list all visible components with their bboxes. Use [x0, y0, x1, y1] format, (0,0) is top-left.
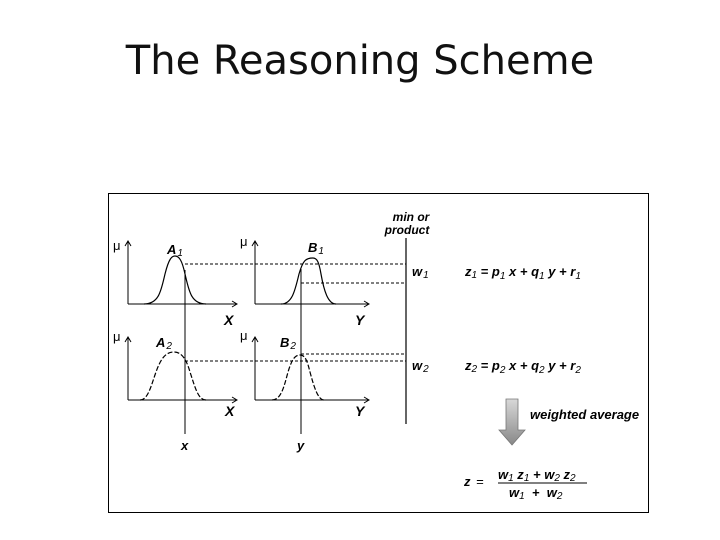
output-equals: =	[476, 474, 484, 489]
min-or-label: min or	[393, 210, 431, 224]
mf-panel-b1: μ B1 Y	[240, 234, 370, 328]
mf-label-b1-index: 1	[318, 246, 324, 257]
input-x-label: x	[180, 438, 189, 453]
mf-label-a2: A	[155, 335, 165, 350]
mf-panel-a1: μ A1 X	[113, 238, 238, 328]
weight-w1-index: 1	[423, 270, 429, 281]
rule1-equation: z1 = p1 x + q1 y + r1	[464, 264, 581, 282]
mf-label-b2-index: 2	[289, 341, 296, 352]
mf-curve-a1	[143, 255, 207, 305]
y-axis-caption-2: Y	[355, 403, 366, 419]
mf-panel-a2: μ A2 X	[113, 329, 238, 419]
svg-text:w1: w1	[412, 264, 429, 281]
svg-text:A1: A1	[166, 242, 183, 259]
output-denominator: w1 + w2	[509, 485, 563, 502]
mu-label-a2: μ	[113, 329, 121, 344]
output-z: z	[463, 474, 471, 489]
svg-text:w2: w2	[412, 358, 429, 375]
svg-text:A2: A2	[155, 335, 172, 352]
mf-label-a1-index: 1	[177, 248, 183, 259]
mf-label-a1: A	[166, 242, 176, 257]
svg-text:B1: B1	[308, 240, 324, 257]
slide-title: The Reasoning Scheme	[125, 38, 595, 84]
output-numerator: w1 z1 + w2 z2	[498, 467, 576, 484]
mf-label-a2-index: 2	[165, 341, 172, 352]
svg-text:B2: B2	[280, 335, 296, 352]
product-label: product	[384, 223, 431, 237]
mu-label-b2: μ	[240, 328, 248, 343]
mu-label-b1: μ	[240, 234, 248, 249]
rule2-equation: z2 = p2 x + q2 y + r2	[464, 358, 581, 376]
mf-curve-b2	[271, 354, 325, 401]
weighted-average-label: weighted average	[530, 407, 639, 422]
mf-curve-a2	[139, 351, 207, 401]
weight-w2: w	[412, 358, 423, 373]
reasoning-diagram: μ A1 X μ B1 Y μ	[113, 210, 639, 502]
x-axis-caption-2: X	[224, 403, 236, 419]
mf-label-b1: B	[308, 240, 317, 255]
reasoning-figure: μ A1 X μ B1 Y μ	[108, 193, 649, 513]
x-axis-caption-1: X	[223, 312, 235, 328]
y-axis-caption-1: Y	[355, 312, 366, 328]
weighted-average-arrow	[498, 398, 526, 446]
mf-label-b2: B	[280, 335, 289, 350]
input-y-label: y	[296, 438, 305, 453]
mu-label-a1: μ	[113, 238, 121, 253]
mf-panel-b2: μ B2 Y	[240, 328, 370, 419]
mf-curve-b1	[280, 257, 337, 305]
weight-w2-index: 2	[422, 364, 429, 375]
weight-w1: w	[412, 264, 423, 279]
